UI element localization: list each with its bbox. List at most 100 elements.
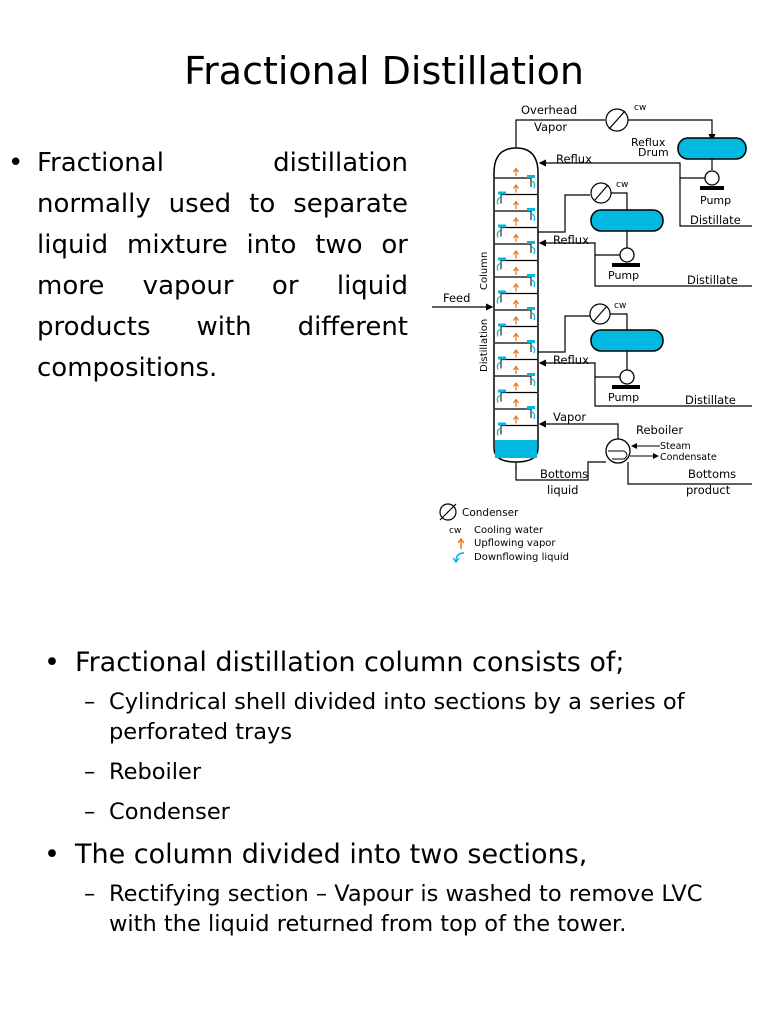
- condenser-3: [589, 303, 611, 325]
- label-pump-3: Pump: [608, 391, 639, 404]
- upflow-arrow: [513, 299, 519, 308]
- sub-item-text: Cylindrical shell divided into sections …: [109, 689, 685, 745]
- dash-glyph: –: [84, 881, 96, 907]
- downflow-arrow: [531, 246, 536, 255]
- upflow-arrow: [513, 233, 519, 242]
- upflow-arrow: [513, 348, 519, 358]
- label-condensate: Condensate: [660, 452, 717, 463]
- sub-item: – Cylindrical shell divided into section…: [44, 687, 734, 747]
- sub-item: – Rectifying section – Vapour is washed …: [44, 879, 734, 939]
- distillation-diagram: Overhead Vapor cw Reflux Drum Pump Reflu…: [432, 103, 752, 564]
- upflow-arrow: [513, 167, 519, 176]
- slide-title: Fractional Distillation: [184, 49, 584, 93]
- label-reflux-1: Reflux: [556, 152, 592, 166]
- sub-item-text: Reboiler: [109, 759, 202, 785]
- label-cw-3: cw: [614, 301, 626, 311]
- column-trays: [495, 167, 537, 436]
- tray-liquid: [527, 406, 535, 409]
- distillation-column: [493, 147, 539, 463]
- downflow-arrow: [531, 279, 536, 288]
- label-pump-2: Pump: [608, 269, 639, 282]
- upflow-arrow: [513, 414, 519, 424]
- label-vapor-reboil: Vapor: [553, 410, 586, 424]
- tray-liquid: [498, 191, 506, 195]
- bullet-glyph: •: [44, 647, 60, 678]
- upflow-arrow: [513, 216, 519, 226]
- tray-liquid: [527, 241, 535, 244]
- sub-item: – Reboiler: [44, 757, 734, 787]
- tray-liquid: [527, 307, 535, 310]
- bullet-glyph: •: [8, 148, 24, 178]
- label-distillate-1: Distillate: [690, 213, 741, 227]
- intro-paragraph: • Fractional distillation normally used …: [8, 143, 408, 389]
- point-1: • Fractional distillation column consist…: [44, 645, 734, 681]
- label-cw-1: cw: [634, 103, 646, 113]
- label-reflux-3: Reflux: [553, 353, 589, 367]
- legend-condenser: Condenser: [462, 507, 519, 519]
- pump-2: [612, 247, 640, 267]
- tray-liquid: [527, 208, 535, 211]
- legend-upflowing-vapor: Upflowing vapor: [474, 538, 556, 549]
- downflow-arrow: [496, 394, 501, 403]
- tray-liquid: [498, 257, 506, 261]
- pump-3: [612, 369, 640, 389]
- upflow-arrow: [513, 200, 519, 209]
- intro-text: Fractional distillation normally used to…: [37, 148, 408, 383]
- label-feed: Feed: [443, 291, 470, 305]
- downflow-arrow: [496, 229, 501, 238]
- condenser-2: [590, 182, 612, 204]
- label-bottoms-liquid: Bottoms: [540, 467, 588, 481]
- point-2-text: The column divided into two sections,: [75, 839, 588, 870]
- downflow-arrow: [531, 378, 536, 387]
- condenser-1: [605, 108, 629, 132]
- downflow-arrow: [531, 345, 536, 354]
- downflow-arrow: [496, 361, 501, 370]
- label-vapor-overhead: Vapor: [534, 120, 567, 134]
- upflow-arrow: [513, 365, 519, 374]
- downflow-arrow: [531, 312, 536, 321]
- label-overhead: Overhead: [521, 103, 577, 117]
- legend-cw-symbol: cw: [449, 526, 461, 536]
- label-column: Column: [479, 252, 490, 290]
- sub-item-text: Rectifying section – Vapour is washed to…: [109, 881, 703, 937]
- reflux-drum-2: [590, 209, 664, 232]
- label-reboiler: Reboiler: [636, 423, 683, 437]
- tray-liquid: [498, 389, 506, 393]
- tray-liquid: [527, 340, 535, 343]
- downflow-arrow: [531, 213, 536, 222]
- upflow-arrow: [513, 266, 519, 275]
- dash-glyph: –: [84, 759, 96, 785]
- downflow-arrow: [531, 411, 536, 420]
- upflow-arrow: [513, 398, 519, 407]
- tray-liquid: [527, 175, 535, 178]
- tray-liquid: [527, 373, 535, 376]
- label-reflux-2: Reflux: [553, 233, 589, 247]
- tray-liquid: [498, 224, 506, 228]
- label-distillate-2: Distillate: [687, 273, 738, 287]
- legend-cooling-water: Cooling water: [474, 525, 544, 536]
- downflow-arrow: [496, 295, 501, 304]
- sub-item-text: Condenser: [109, 799, 230, 825]
- label-product: product: [686, 483, 731, 497]
- dash-glyph: –: [84, 799, 96, 825]
- reflux-drum-3: [590, 329, 664, 352]
- tray-liquid: [498, 290, 506, 294]
- downflow-arrow: [496, 196, 501, 205]
- label-reflux-1-drum: Reflux: [631, 136, 666, 149]
- point-1-text: Fractional distillation column consists …: [75, 647, 625, 678]
- dash-glyph: –: [84, 689, 96, 715]
- upflow-arrow: [513, 332, 519, 341]
- reboiler: [605, 438, 631, 464]
- tray-liquid: [527, 274, 535, 277]
- diagram-legend: Condenser cw Cooling water Upflowing vap…: [439, 503, 569, 564]
- bullet-glyph: •: [44, 839, 60, 870]
- label-distillate-3: Distillate: [685, 393, 736, 407]
- lower-content: • Fractional distillation column consist…: [44, 645, 734, 949]
- reflux-drum-1: [677, 137, 747, 160]
- downflow-arrow: [496, 262, 501, 271]
- point-2: • The column divided into two sections,: [44, 837, 734, 873]
- label-cw-2: cw: [616, 180, 628, 190]
- legend-downflowing-liquid: Downflowing liquid: [474, 552, 569, 563]
- upflow-arrow: [513, 183, 519, 193]
- label-pump-1: Pump: [700, 194, 731, 207]
